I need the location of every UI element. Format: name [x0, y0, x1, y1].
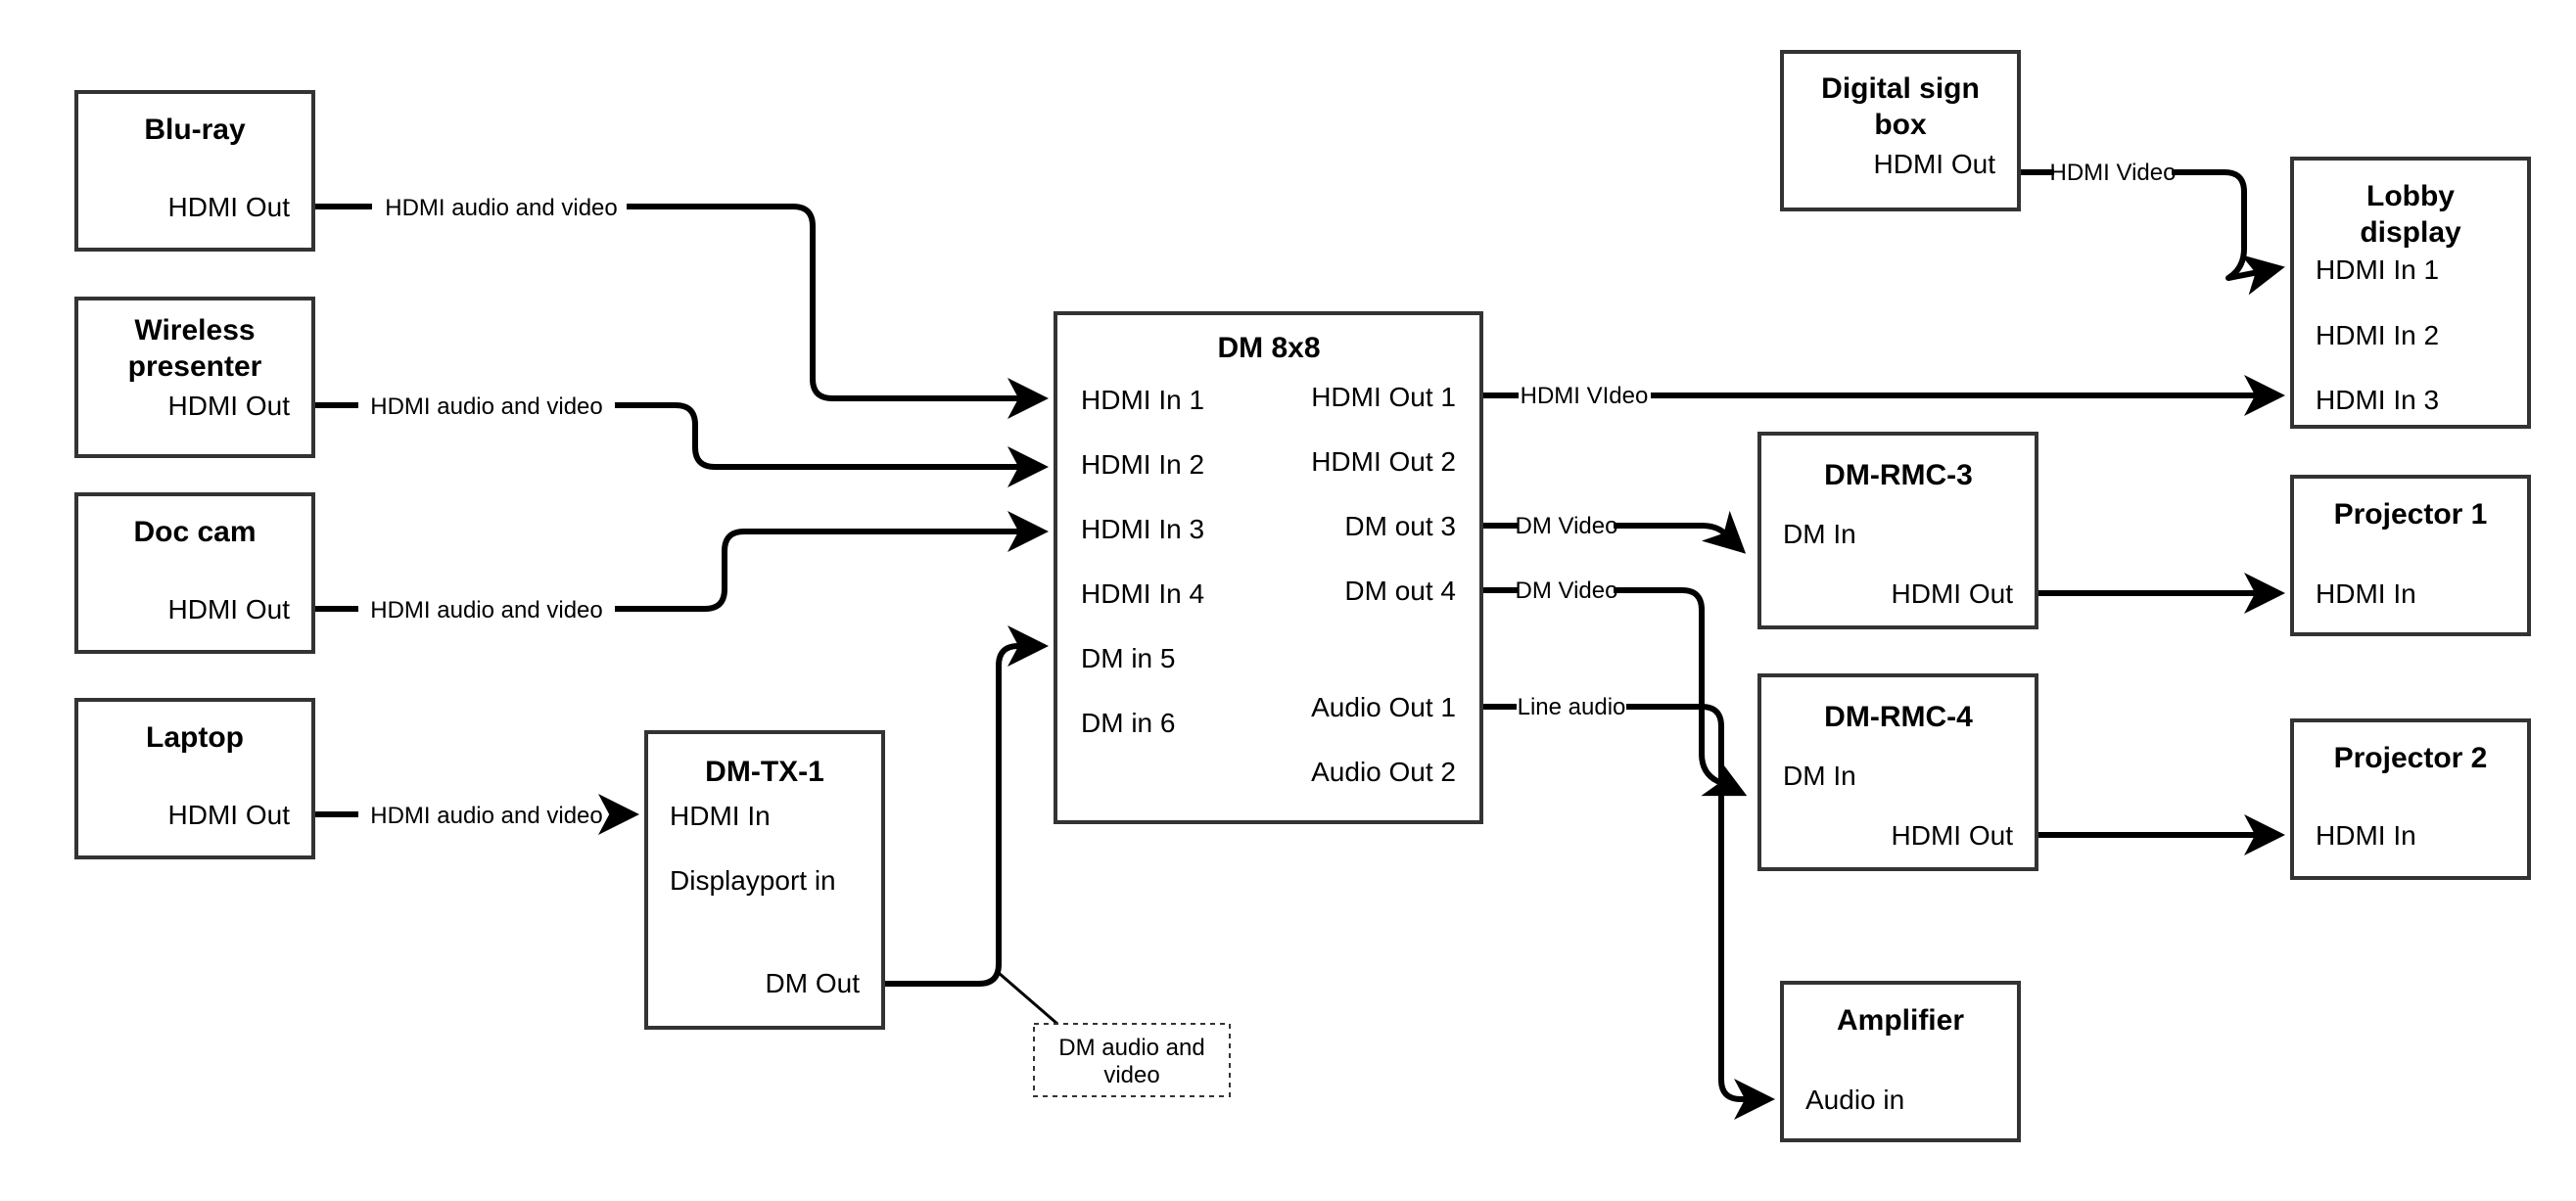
- node-digital-sign-box[interactable]: Digital sign box HDMI Out: [1780, 50, 2021, 211]
- edge-dmtx1-to-dm8x8: [883, 625, 1058, 1026]
- node-projector-2-title: Projector 2: [2334, 742, 2488, 774]
- node-dm-8x8-input-4: HDMI In 4: [1081, 578, 1204, 609]
- node-wireless-presenter-title-line1: Wireless: [134, 314, 255, 346]
- node-laptop[interactable]: Laptop HDMI Out: [74, 698, 315, 859]
- node-amplifier-port-audio-in: Audio in: [1805, 1085, 1904, 1115]
- edge-label-laptop: HDMI audio and video: [370, 803, 602, 829]
- node-dm-rmc-3[interactable]: DM-RMC-3 DM In HDMI Out: [1757, 432, 2038, 629]
- node-dm-rmc-3-port-hdmi-out: HDMI Out: [1892, 578, 2014, 609]
- node-dm-rmc-3-port-dm-in: DM In: [1783, 519, 1856, 549]
- node-dm-8x8-output-4: DM out 4: [1344, 576, 1456, 606]
- node-dm-8x8[interactable]: DM 8x8 HDMI In 1 HDMI In 2 HDMI In 3 HDM…: [1054, 311, 1483, 824]
- node-laptop-port-hdmi-out: HDMI Out: [168, 800, 291, 830]
- node-dm-tx-1-port-displayport-in: Displayport in: [670, 865, 836, 896]
- node-dm-rmc-4[interactable]: DM-RMC-4 DM In HDMI Out: [1757, 673, 2038, 871]
- node-lobby-display-port-hdmi-in-3: HDMI In 3: [2316, 385, 2439, 415]
- node-projector-2-port-hdmi-in: HDMI In: [2316, 820, 2416, 851]
- node-digital-sign-box-title-line2: box: [1874, 109, 1927, 141]
- node-dm-8x8-input-6: DM in 6: [1081, 708, 1175, 738]
- node-doc-cam[interactable]: Doc cam HDMI Out: [74, 492, 315, 654]
- node-bluray-title: Blu-ray: [144, 114, 246, 146]
- node-dm-8x8-output-6: Audio Out 2: [1311, 757, 1456, 787]
- node-wireless-presenter[interactable]: Wireless presenter HDMI Out: [74, 297, 315, 458]
- edge-label-sign-hdmi-video: HDMI Video: [2050, 160, 2177, 186]
- node-projector-1-port-hdmi-in: HDMI In: [2316, 578, 2416, 609]
- node-dm-rmc-4-port-dm-in: DM In: [1783, 761, 1856, 791]
- node-dm-8x8-input-1: HDMI In 1: [1081, 385, 1204, 415]
- edge-sign-to-lobby: HDMI Video: [2019, 160, 2285, 296]
- node-projector-1-title: Projector 1: [2334, 498, 2488, 531]
- edge-dm8x8-audio1-to-amplifier: Line audio: [1481, 694, 1775, 1120]
- edge-label-doccam: HDMI audio and video: [370, 597, 602, 624]
- edge-dm8x8-out1-to-lobby: HDMI VIdeo: [1481, 375, 2285, 416]
- node-dm-8x8-output-2: HDMI Out 2: [1311, 446, 1456, 477]
- node-dm-8x8-title: DM 8x8: [1217, 332, 1320, 364]
- node-projector-1[interactable]: Projector 1 HDMI In: [2290, 475, 2531, 636]
- node-wireless-presenter-port-hdmi-out: HDMI Out: [168, 391, 291, 421]
- edge-laptop-to-dmtx1: HDMI audio and video: [313, 794, 639, 835]
- edge-label-line-audio: Line audio: [1518, 694, 1626, 720]
- node-doc-cam-title: Doc cam: [133, 516, 256, 548]
- node-wireless-presenter-title-line2: presenter: [128, 350, 262, 383]
- node-lobby-display-title-line1: Lobby: [2366, 180, 2455, 212]
- node-amplifier[interactable]: Amplifier Audio in: [1780, 981, 2021, 1142]
- node-dm-tx-1-port-hdmi-in: HDMI In: [670, 801, 771, 831]
- edge-label-bluray: HDMI audio and video: [385, 195, 617, 221]
- node-dm-rmc-3-title: DM-RMC-3: [1824, 459, 1973, 491]
- node-lobby-display-port-hdmi-in-1: HDMI In 1: [2316, 254, 2439, 285]
- edge-dm8x8-out3-to-rmc3: DM Video: [1481, 510, 1747, 554]
- node-amplifier-title: Amplifier: [1837, 1004, 1964, 1037]
- node-dm-tx-1-port-dm-out: DM Out: [766, 968, 861, 998]
- node-doc-cam-port-hdmi-out: HDMI Out: [168, 594, 291, 624]
- edge-bluray-to-dm8x8: HDMI audio and video: [313, 195, 1049, 419]
- note-dm-audio-and-video-line2: video: [1103, 1062, 1159, 1088]
- node-projector-2[interactable]: Projector 2 HDMI In: [2290, 718, 2531, 880]
- edge-label-hdmi-video: HDMI VIdeo: [1521, 383, 1649, 409]
- node-dm-tx-1-title: DM-TX-1: [705, 756, 824, 788]
- edge-doccam-to-dm8x8: HDMI audio and video: [313, 511, 1049, 624]
- node-lobby-display[interactable]: Lobby display HDMI In 1 HDMI In 2 HDMI I…: [2290, 157, 2531, 429]
- edge-label-dm-video-4: DM Video: [1516, 577, 1618, 604]
- node-dm-8x8-output-3: DM out 3: [1344, 511, 1456, 541]
- node-laptop-title: Laptop: [146, 721, 244, 754]
- edge-wireless-to-dm8x8: HDMI audio and video: [313, 393, 1049, 487]
- node-dm-8x8-input-2: HDMI In 2: [1081, 449, 1204, 480]
- node-dm-8x8-input-5: DM in 5: [1081, 643, 1175, 673]
- node-dm-rmc-4-port-hdmi-out: HDMI Out: [1892, 820, 2014, 851]
- node-digital-sign-box-title-line1: Digital sign: [1821, 72, 1980, 105]
- node-bluray-port-hdmi-out: HDMI Out: [168, 192, 291, 222]
- note-dm-audio-and-video-line1: DM audio and: [1058, 1035, 1204, 1061]
- node-bluray[interactable]: Blu-ray HDMI Out: [74, 90, 315, 252]
- node-dm-8x8-output-5: Audio Out 1: [1311, 692, 1456, 722]
- note-dm-audio-and-video: DM audio and video: [1033, 1023, 1231, 1097]
- edge-label-wireless: HDMI audio and video: [370, 393, 602, 420]
- node-lobby-display-port-hdmi-in-2: HDMI In 2: [2316, 320, 2439, 350]
- node-dm-8x8-output-1: HDMI Out 1: [1311, 382, 1456, 412]
- edge-dm8x8-out4-to-rmc4: DM Video: [1481, 577, 1748, 797]
- node-dm-tx-1[interactable]: DM-TX-1 HDMI In Displayport in DM Out: [644, 730, 885, 1030]
- node-dm-rmc-4-title: DM-RMC-4: [1824, 701, 1973, 733]
- edge-label-dm-video-3: DM Video: [1516, 513, 1618, 539]
- node-digital-sign-box-port-hdmi-out: HDMI Out: [1874, 149, 1996, 179]
- node-lobby-display-title-line2: display: [2360, 216, 2461, 249]
- node-dm-8x8-input-3: HDMI In 3: [1081, 514, 1204, 544]
